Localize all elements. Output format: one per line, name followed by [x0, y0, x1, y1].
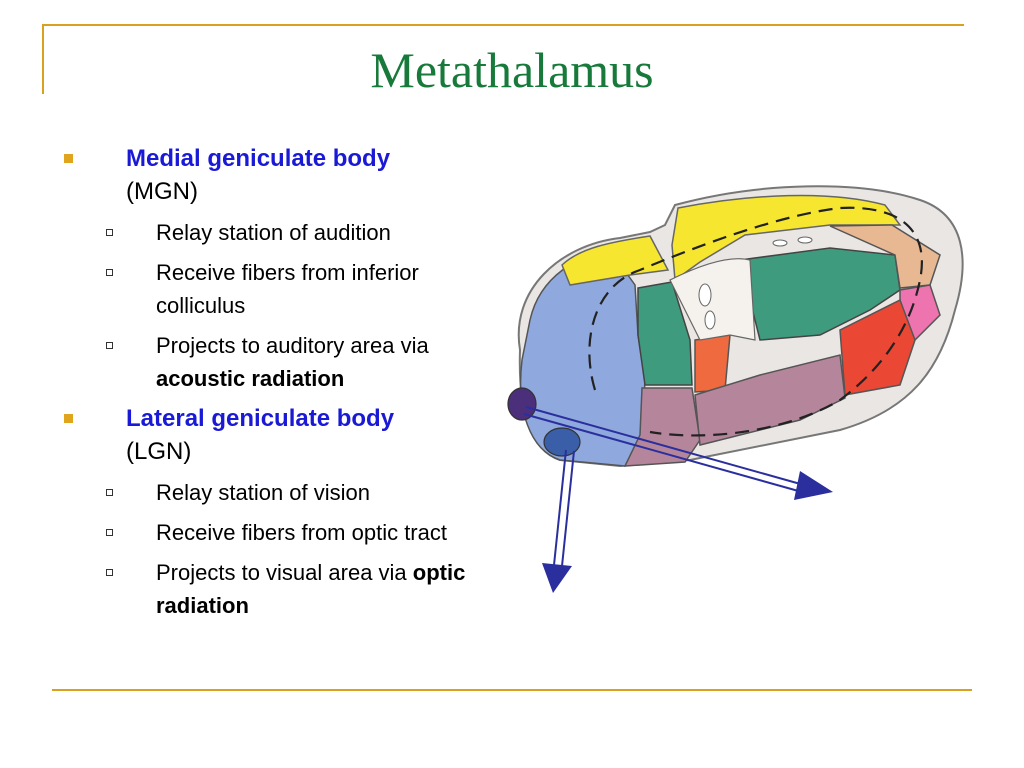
- sub-bullet-text: Relay station of audition: [156, 220, 391, 245]
- optic-radiation-arrowhead: [542, 563, 572, 593]
- sub-bullet-mgn-1: Relay station of audition: [64, 216, 494, 249]
- acoustic-radiation-arrowhead: [794, 471, 833, 500]
- orange-region: [694, 334, 731, 393]
- bullet-mgn-abbr: (MGN): [126, 178, 198, 205]
- lateral-geniculate-nucleus: [543, 427, 581, 457]
- hollow-square-bullet-icon: [106, 342, 114, 350]
- sub-bullet-text: Relay station of vision: [156, 480, 370, 505]
- frame-left-line: [42, 24, 44, 94]
- sub-bullet-text: Projects to auditory area via: [156, 333, 429, 358]
- mauve-region-posterior: [623, 387, 701, 467]
- sub-bullet-lgn-1: Relay station of vision: [64, 476, 494, 509]
- yellow-strip-anterior: [671, 194, 902, 282]
- square-bullet-icon: [64, 414, 73, 423]
- lamina-oval-1: [698, 283, 712, 307]
- bullet-list: Medial geniculate body (MGN) Relay stati…: [64, 142, 494, 629]
- internal-lamina: [669, 258, 756, 341]
- red-region: [839, 298, 916, 396]
- sub-bullet-mgn-3: Projects to auditory area via acoustic r…: [64, 329, 494, 395]
- sub-bullet-text: Receive fibers from inferior colliculus: [156, 260, 419, 318]
- optic-radiation-line-2: [561, 450, 575, 567]
- hollow-square-bullet-icon: [106, 489, 114, 497]
- bullet-mgn-heading: Medial geniculate body: [126, 145, 391, 172]
- hollow-square-bullet-icon: [106, 569, 114, 577]
- frame-bottom-line: [52, 689, 972, 691]
- acoustic-radiation-line-1: [525, 406, 805, 486]
- sub-bullet-bold-term: optic radiation: [156, 560, 466, 618]
- mauve-region-anterior: [694, 354, 846, 446]
- lamina-oval-3: [772, 239, 788, 247]
- hollow-square-bullet-icon: [106, 529, 114, 537]
- sub-bullet-lgn-2: Receive fibers from optic tract: [64, 516, 494, 549]
- green-region-middle: [739, 247, 901, 341]
- lamina-oval-4: [797, 236, 813, 244]
- slide-title: Metathalamus: [370, 42, 654, 98]
- yellow-strip-posterior: [561, 235, 670, 286]
- bullet-lgn: Lateral geniculate body (LGN): [64, 402, 494, 468]
- dashed-boundary: [588, 206, 923, 437]
- sub-bullet-bold-term: acoustic radiation: [156, 366, 345, 391]
- square-bullet-icon: [64, 154, 73, 163]
- optic-radiation-line-1: [553, 449, 567, 566]
- frame-top-line: [42, 24, 964, 26]
- bullet-mgn: Medial geniculate body (MGN): [64, 142, 494, 208]
- sub-bullet-text: Projects to visual area via: [156, 560, 413, 585]
- sub-bullet-mgn-2: Receive fibers from inferior colliculus: [64, 256, 494, 322]
- thalamus-diagram: [507, 185, 964, 593]
- sub-bullet-text: Receive fibers from optic tract: [156, 520, 447, 545]
- hollow-square-bullet-icon: [106, 269, 114, 277]
- hollow-square-bullet-icon: [106, 229, 114, 237]
- bullet-lgn-heading: Lateral geniculate body: [126, 405, 395, 432]
- acoustic-radiation-line-2: [523, 413, 803, 493]
- sub-bullet-lgn-3: Projects to visual area via optic radiat…: [64, 556, 494, 622]
- bullet-lgn-abbr: (LGN): [126, 438, 192, 465]
- lamina-oval-2: [704, 310, 716, 330]
- medial-geniculate-nucleus: [507, 387, 537, 421]
